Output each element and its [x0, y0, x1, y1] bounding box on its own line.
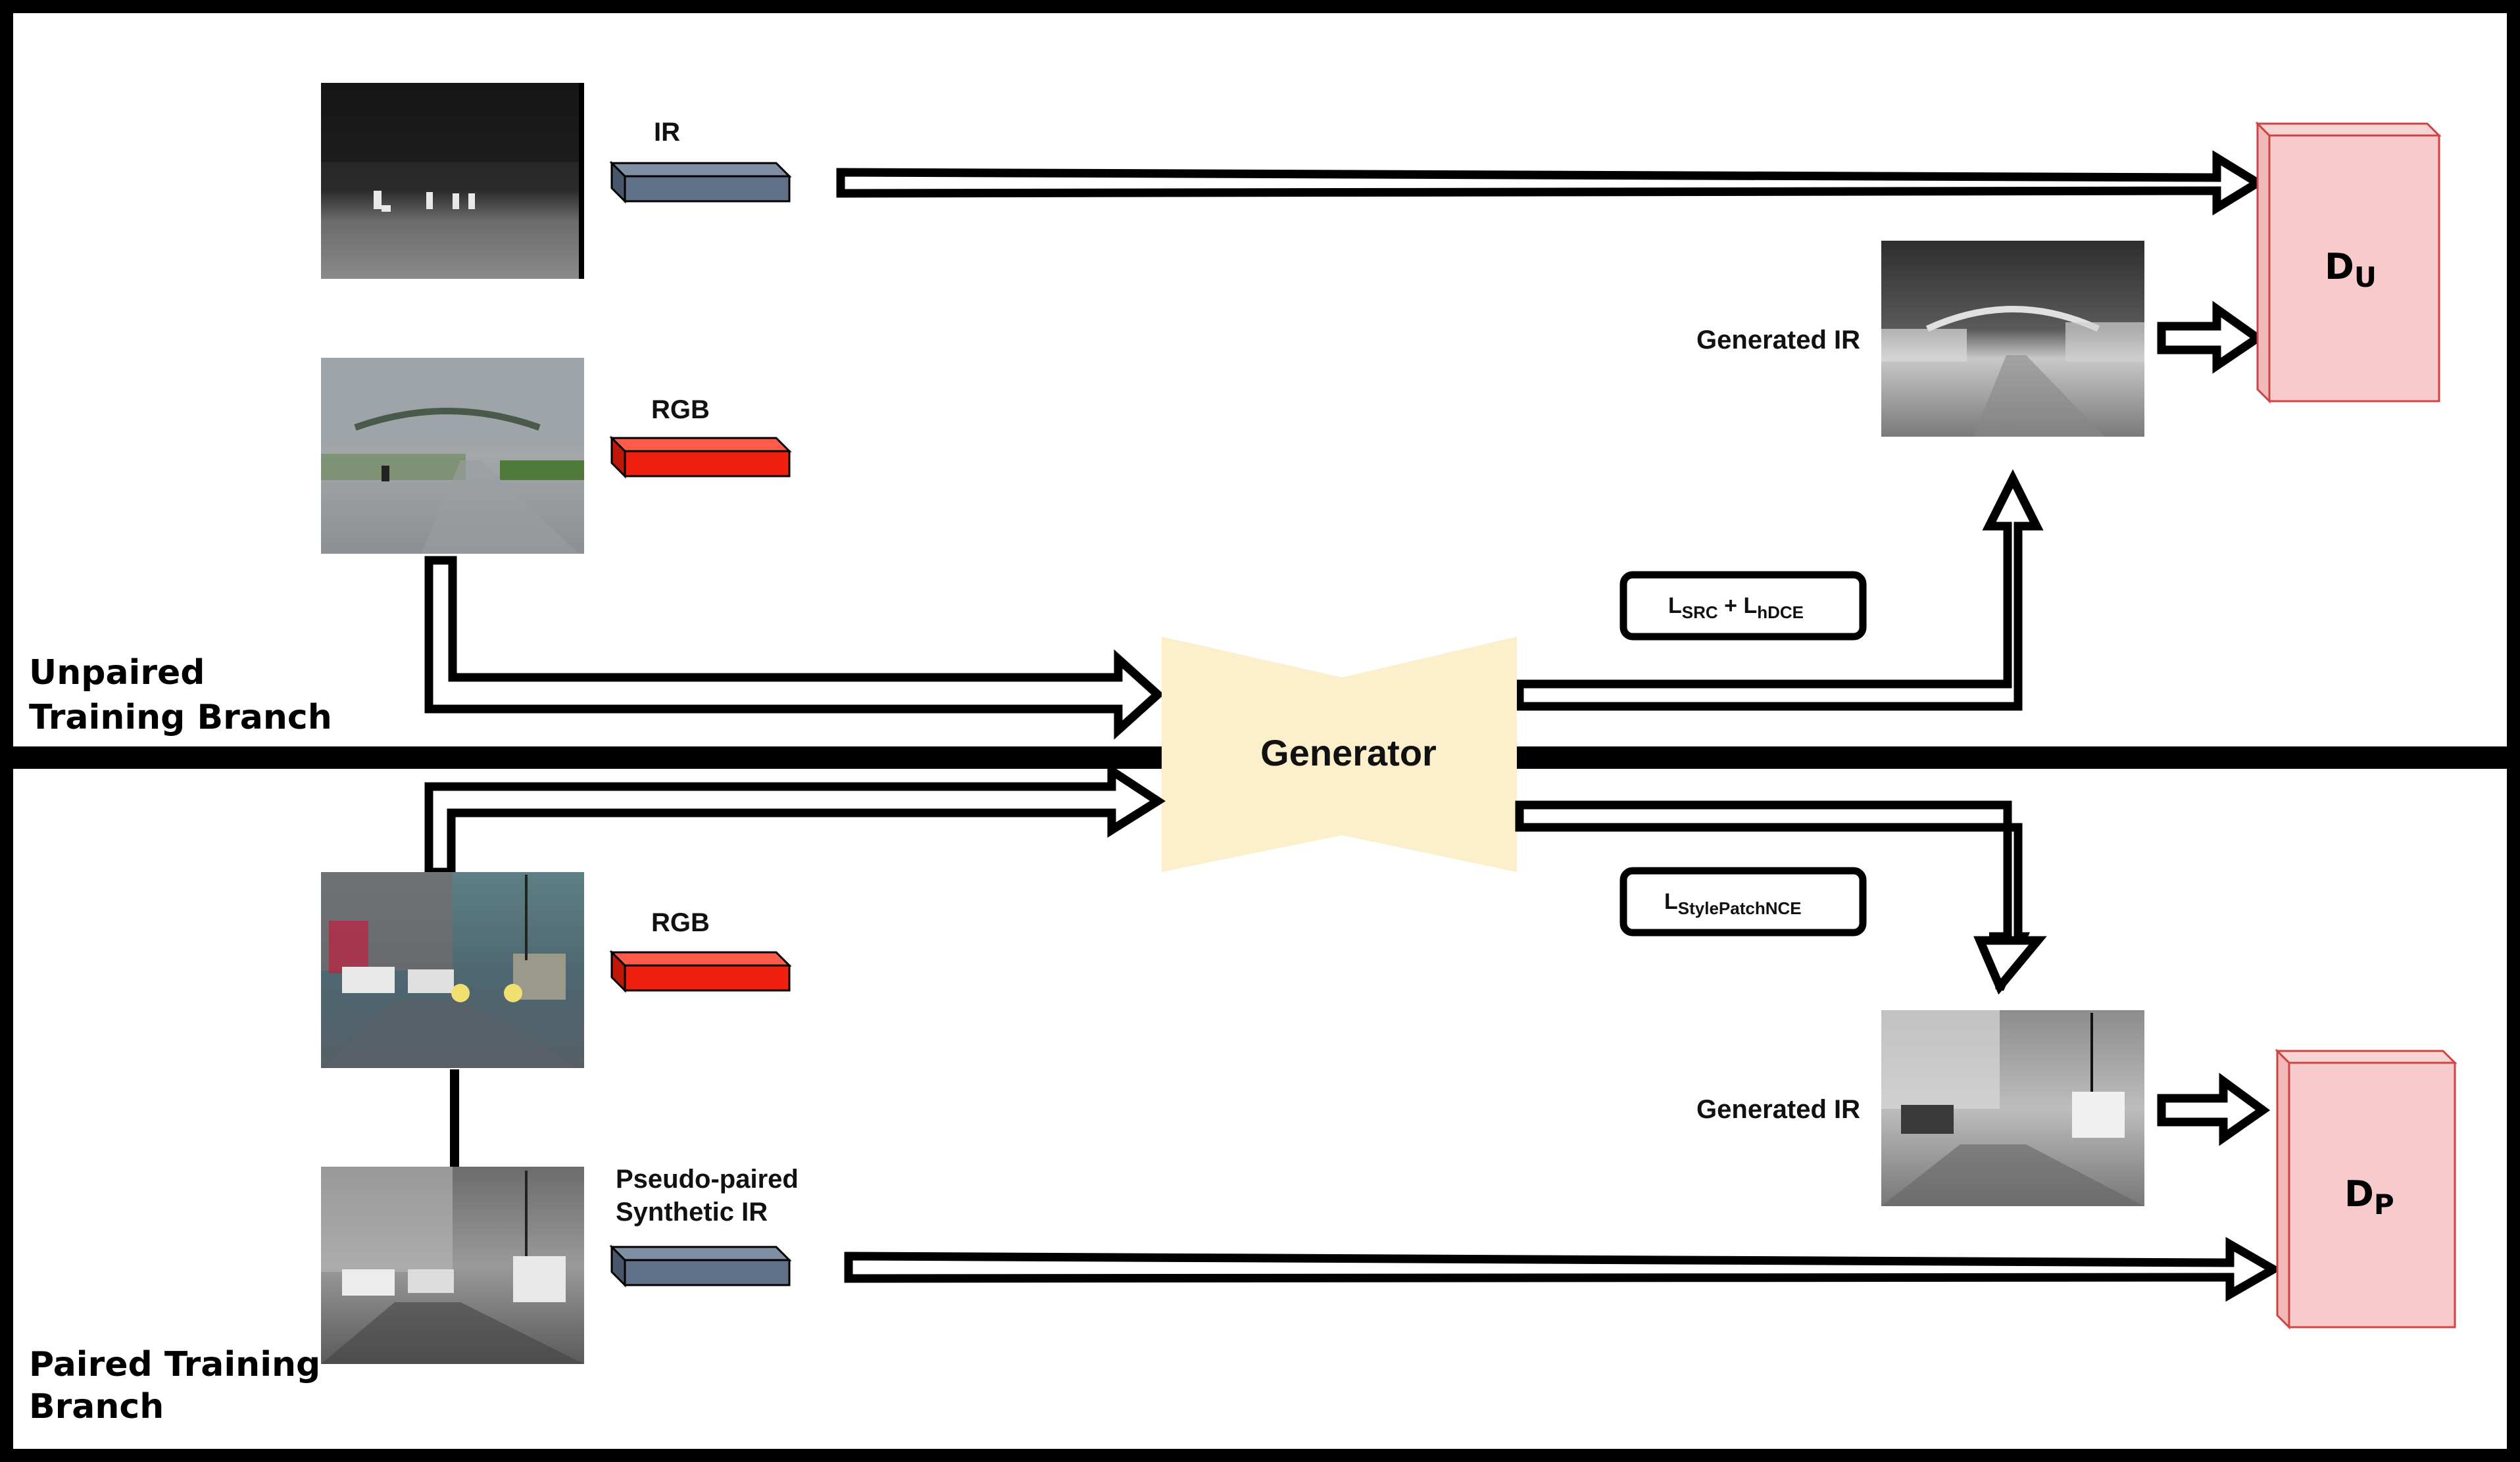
arrow-generator-to-generated-ir-unpaired [1515, 469, 2044, 711]
rgb-tensor-paired [609, 950, 792, 993]
generated-ir-image-paired [1881, 1010, 2144, 1206]
unpaired-branch-label-line1: Unpaired [29, 653, 205, 693]
ir-thermal-image [321, 83, 584, 279]
generator-label: Generator [1260, 732, 1437, 773]
pair-connector-line [450, 1069, 459, 1167]
loss-box-stylepatchnce [1619, 867, 1867, 937]
arrow-generated-to-du [2157, 301, 2265, 374]
rgb-road-image [321, 358, 584, 554]
rgb-city-image [321, 872, 584, 1068]
pseudo-ir-tensor [609, 1244, 792, 1288]
pseudo-label-line2: Synthetic IR [616, 1198, 768, 1227]
unpaired-branch-label-line2: Training Branch [29, 698, 332, 737]
loss-box-src-hdce [1619, 571, 1867, 641]
ir-tensor [609, 160, 792, 204]
rgb-label-paired: RGB [651, 908, 710, 937]
dp-label: DP [2344, 1173, 2394, 1221]
pseudo-ir-image [321, 1167, 584, 1364]
arrow-rgb-paired-to-generator [424, 762, 1166, 877]
generated-ir-label-unpaired: Generated IR [1696, 326, 1860, 354]
rgb-label: RGB [651, 395, 710, 424]
pseudo-label-line1: Pseudo-paired [616, 1165, 799, 1194]
arrow-generator-to-generated-ir-paired-head [1973, 936, 2047, 995]
generated-ir-image-unpaired [1881, 241, 2144, 437]
arrow-generated-to-dp [2157, 1073, 2271, 1146]
paired-branch-label-line2: Branch [29, 1387, 164, 1426]
loss-label-stylepatchnce: LStylePatchNCE [1664, 889, 1802, 918]
generated-ir-label-paired: Generated IR [1696, 1095, 1860, 1124]
loss-label-src-hdce: LSRC + LhDCE [1668, 593, 1804, 622]
generator-block [1162, 637, 1517, 872]
paired-branch-label-line1: Paired Training [29, 1345, 320, 1384]
arrow-ir-to-du [836, 150, 2266, 216]
rgb-tensor [609, 435, 792, 479]
ir-label: IR [654, 118, 680, 147]
discriminator-dp [2275, 1048, 2458, 1330]
arrow-pseudo-to-dp [844, 1236, 2283, 1302]
discriminator-du [2255, 121, 2442, 404]
arrow-rgb-to-generator [424, 556, 1164, 740]
du-label: DU [2325, 246, 2377, 293]
